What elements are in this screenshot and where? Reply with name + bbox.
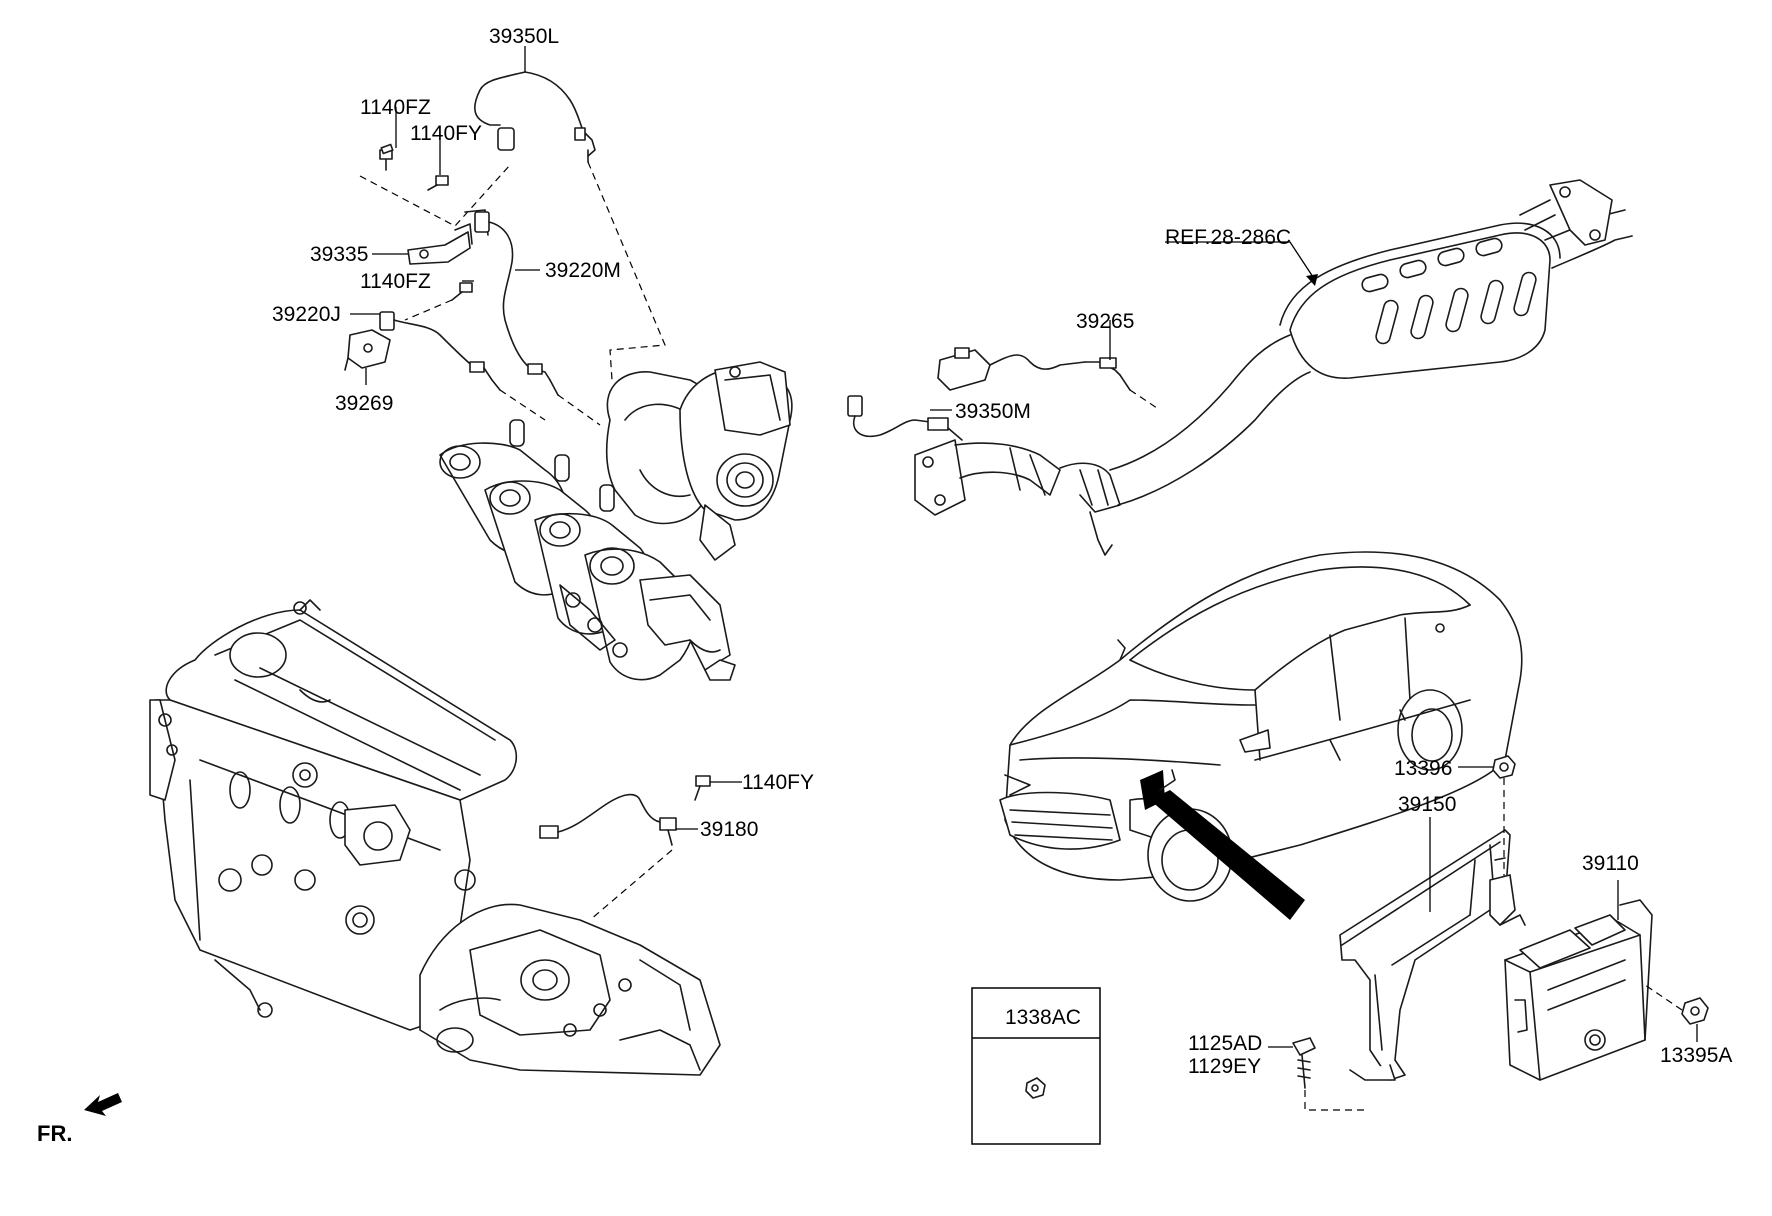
- knock-sensor-39180: [539, 793, 677, 846]
- nut-13396: [1492, 755, 1516, 779]
- label-39180: 39180: [700, 818, 758, 841]
- sensor-39265: [937, 347, 1131, 391]
- dashed-path-39350L: [587, 161, 666, 381]
- dashed-path-1140FZ-mid: [404, 299, 453, 321]
- catalytic-converter-drawing: [914, 179, 1633, 556]
- part-box-1338AC: [971, 987, 1101, 1145]
- label-REF: REF.28-286C: [1165, 226, 1291, 249]
- label-39269: 39269: [335, 392, 393, 415]
- ecu-39110: [1504, 899, 1653, 1081]
- label-1125AD: 1125AD: [1188, 1032, 1262, 1055]
- bracket-39269: [344, 329, 391, 371]
- nut-13395A: [1681, 997, 1709, 1025]
- label-39350L: 39350L: [489, 25, 559, 48]
- turbocharger-manifold-drawing: [439, 361, 793, 681]
- dashed-path-bolts-top: [359, 164, 511, 227]
- dashed-path-39180: [589, 849, 673, 921]
- dashed-path-39220M: [557, 394, 601, 426]
- oxygen-sensor-39220J: [379, 311, 501, 391]
- label-1140FZ-top: 1140FZ: [360, 96, 431, 119]
- label-39110: 39110: [1582, 852, 1639, 875]
- bolt-1140FY-low: [694, 775, 711, 801]
- ecu-location-marker: [1140, 769, 1305, 920]
- bolt-1125AD: [1292, 1037, 1316, 1089]
- label-39335: 39335: [310, 243, 368, 266]
- oxygen-sensor-39350M: [847, 395, 963, 441]
- label-13395A: 13395A: [1660, 1044, 1732, 1067]
- label-39150: 39150: [1398, 793, 1456, 816]
- bolt-1140FY-top: [427, 175, 449, 191]
- label-39220M: 39220M: [545, 259, 621, 282]
- label-13396: 13396: [1394, 757, 1452, 780]
- dashed-path-39220J: [499, 389, 546, 421]
- sedan-car-drawing: [999, 551, 1523, 902]
- oxygen-sensor-39220M: [474, 211, 559, 396]
- ecu-stud: [1489, 874, 1526, 926]
- dashed-path-13395A: [1644, 984, 1683, 1011]
- label-fr: FR.: [37, 1121, 72, 1146]
- label-39350M: 39350M: [955, 400, 1031, 423]
- front-direction-arrow: [84, 1093, 122, 1116]
- label-1140FZ-mid: 1140FZ: [360, 270, 431, 293]
- bolt-1140FZ-top: [379, 143, 394, 171]
- engine-block-drawing: [149, 599, 518, 1031]
- leader-REF-arrow: [1306, 274, 1318, 286]
- label-1338AC: 1338AC: [1005, 1006, 1081, 1029]
- dashed-path-39265: [1129, 389, 1161, 411]
- leader-REF: [1165, 241, 1316, 281]
- ecu-bracket-39150: [1339, 829, 1511, 1081]
- label-1140FY-low: 1140FY: [742, 771, 814, 794]
- bolt-1140FZ-mid: [451, 282, 473, 301]
- oxygen-sensor-39350L: [474, 71, 596, 163]
- label-39265: 39265: [1076, 310, 1134, 333]
- transmission-housing-drawing: [419, 903, 721, 1076]
- label-1129EY: 1129EY: [1188, 1055, 1261, 1078]
- dashed-path-1125AD: [1304, 1090, 1365, 1111]
- label-1140FY-top: 1140FY: [410, 122, 482, 145]
- label-39220J: 39220J: [272, 303, 341, 326]
